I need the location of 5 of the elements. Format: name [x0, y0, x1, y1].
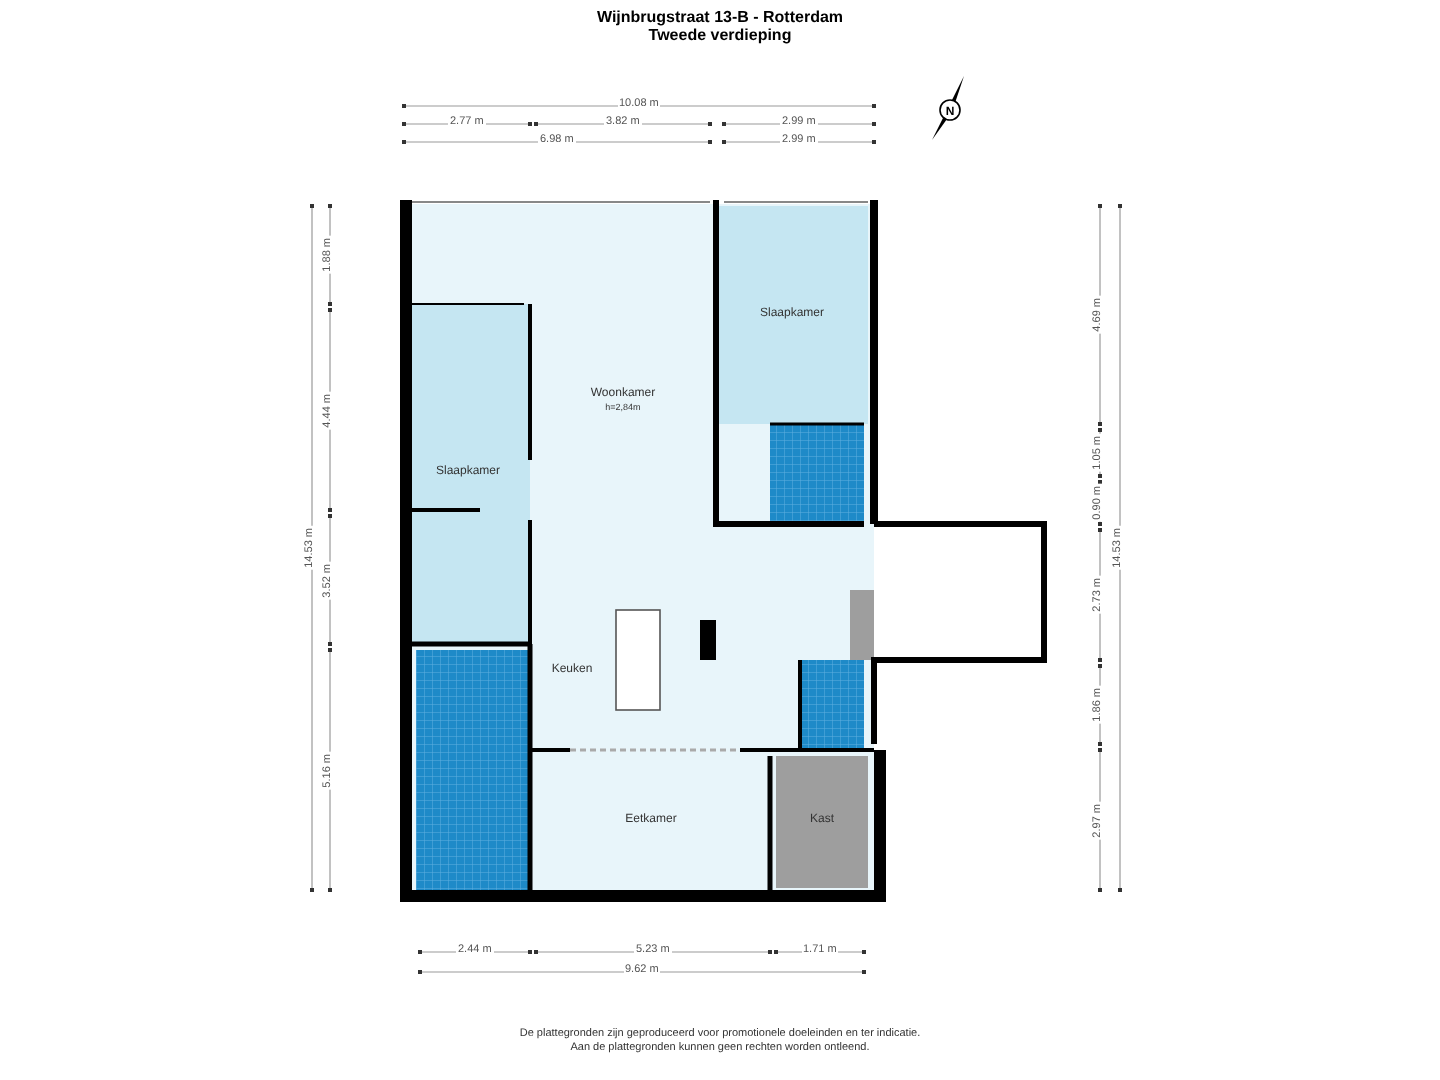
room-area — [716, 206, 868, 424]
plan-title: Wijnbrugstraat 13-B - Rotterdam — [594, 8, 846, 26]
floor-name: Tweede verdieping — [646, 26, 794, 44]
room-area — [776, 756, 868, 888]
room-area — [406, 304, 530, 644]
